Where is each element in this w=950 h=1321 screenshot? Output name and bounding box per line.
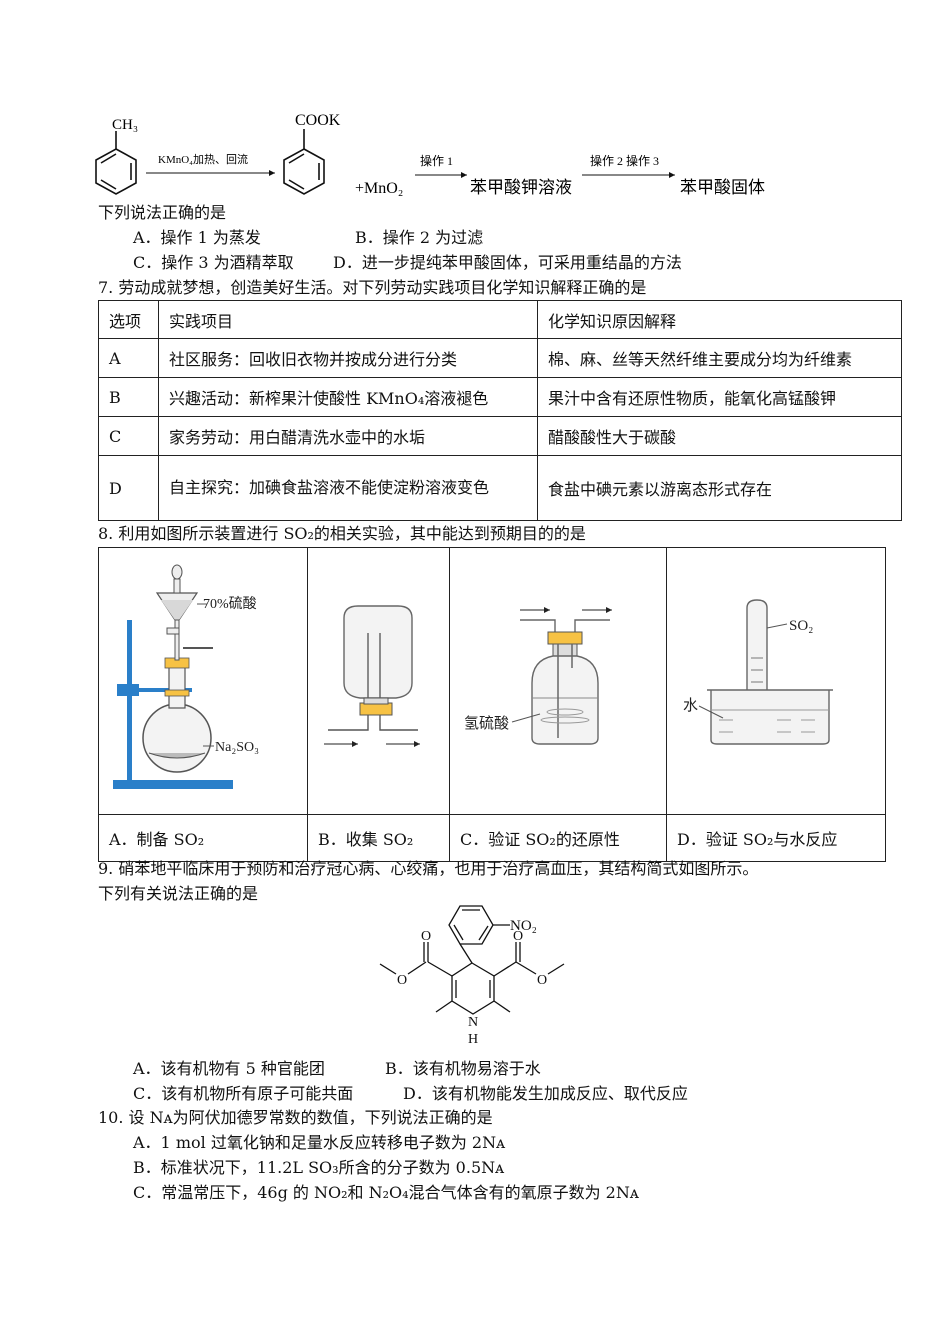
toluene-structure — [95, 131, 137, 195]
row-reason: 果汁中含有还原性物质，能氧化高锰酸钾 — [537, 377, 902, 417]
op23-label: 操作 2 操作 3 — [590, 153, 659, 168]
row-item: 社区服务：回收旧衣物并按成分进行分类 — [158, 338, 538, 378]
row-item: 兴趣活动：新榨果汁使酸性 KMnO₄溶液褪色 — [158, 377, 538, 417]
q6-option-a: A．操作 1 为蒸发 — [133, 228, 261, 247]
row-reason: 醋酸酸性大于碳酸 — [537, 416, 902, 456]
caption-a: A．制备 SO₂ — [98, 814, 308, 862]
apparatus-a-cell: 70%硫酸 Na₂SO₃ — [98, 547, 308, 815]
apparatus-d-cell: SO₂ 水 — [666, 547, 886, 815]
table-row: C 家务劳动：用白醋清洗水壶中的水垢 醋酸酸性大于碳酸 — [98, 416, 902, 456]
nifedipine-structure: NO₂ O O O O N H — [379, 905, 565, 1047]
q9-option-a: A．该有机物有 5 种官能团 — [133, 1059, 325, 1078]
q10-stem: 10. 设 Nᴀ为阿伏加德罗常数的数值，下列说法正确的是 — [98, 1108, 493, 1127]
row-option: D — [98, 455, 159, 521]
row-item: 自主探究：加碘食盐溶液不能使淀粉溶液变色 — [158, 455, 538, 521]
table-header-row: 选项 实践项目 化学知识原因解释 — [98, 300, 902, 339]
row-reason: 食盐中碘元素以游离态形式存在 — [537, 455, 902, 521]
table-row: B 兴趣活动：新榨果汁使酸性 KMnO₄溶液褪色 果汁中含有还原性物质，能氧化高… — [98, 377, 902, 417]
header-option: 选项 — [98, 300, 159, 339]
q6-option-c: C．操作 3 为酒精萃取 — [133, 253, 294, 272]
table-row: D 自主探究：加碘食盐溶液不能使淀粉溶液变色 食盐中碘元素以游离态形式存在 — [98, 455, 902, 521]
header-practice: 实践项目 — [158, 300, 538, 339]
label-acid: 70%硫酸 — [203, 596, 257, 612]
no2-label: NO₂ — [510, 918, 537, 934]
row-reason: 棉、麻、丝等天然纤维主要成分均为纤维素 — [537, 338, 902, 378]
q9-stem-2: 下列有关说法正确的是 — [98, 884, 259, 903]
ch3-label: CH₃ — [112, 117, 138, 133]
o-label-right: O — [537, 973, 547, 988]
cook-label: COOK — [295, 112, 341, 129]
label-h2s: 氢硫酸 — [464, 715, 509, 732]
apparatus-d: SO₂ 水 — [683, 599, 833, 745]
q8-stem: 8. 利用如图所示装置进行 SO₂的相关实验，其中能达到预期目的的是 — [98, 524, 586, 543]
op1-label: 操作 1 — [420, 153, 453, 168]
row-option: B — [98, 377, 159, 417]
q8-apparatus-table: 70%硫酸 Na₂SO₃ — [98, 547, 886, 862]
q10-option-a: A．1 mol 过氧化钠和足量水反应转移电子数为 2Nᴀ — [133, 1133, 506, 1152]
label-na2so3: Na₂SO₃ — [215, 740, 259, 755]
q9-stem-1: 9. 硝苯地平临床用于预防和治疗冠心病、心绞痛，也用于治疗高血压，其结构简式如图… — [98, 859, 759, 878]
row-option: A — [98, 338, 159, 378]
product2-label: 苯甲酸固体 — [680, 178, 765, 197]
apparatus-a: 70%硫酸 Na₂SO₃ — [113, 564, 259, 789]
o-label-right-top: O — [513, 929, 523, 944]
header-reason: 化学知识原因解释 — [537, 300, 902, 339]
caption-d: D．验证 SO₂与水反应 — [666, 814, 886, 862]
reagent-label: KMnO₄加热、回流 — [158, 152, 248, 166]
o-label-left: O — [397, 973, 407, 988]
q7-stem: 7. 劳动成就梦想，创造美好生活。对下列劳动实践项目化学知识解释正确的是 — [98, 278, 647, 297]
apparatus-c: 氢硫酸 — [464, 607, 612, 745]
row-option: C — [98, 416, 159, 456]
q6-option-b: B．操作 2 为过滤 — [355, 228, 484, 247]
q10-option-c: C．常温常压下，46g 的 NO₂和 N₂O₄混合气体含有的氧原子数为 2Nᴀ — [133, 1183, 639, 1202]
q9-option-d: D．该有机物能发生加成反应、取代反应 — [403, 1084, 688, 1103]
h-label: H — [468, 1032, 478, 1047]
caption-b: B．收集 SO₂ — [307, 814, 450, 862]
label-so2: SO₂ — [789, 618, 813, 634]
q9-option-b: B．该有机物易溶于水 — [385, 1059, 541, 1078]
row-item: 家务劳动：用白醋清洗水壶中的水垢 — [158, 416, 538, 456]
apparatus-b — [324, 605, 420, 747]
n-label: N — [468, 1015, 478, 1030]
o-label-left-top: O — [421, 929, 431, 944]
apparatus-c-cell: 氢硫酸 — [449, 547, 667, 815]
product1-label: 苯甲酸钾溶液 — [470, 178, 572, 197]
apparatus-b-cell — [307, 547, 450, 815]
q7-table: 选项 实践项目 化学知识原因解释 A 社区服务：回收旧衣物并按成分进行分类 棉、… — [98, 300, 902, 521]
q10-option-b: B．标准状况下，11.2L SO₃所含的分子数为 0.5Nᴀ — [133, 1158, 505, 1177]
mno2-label: +MnO₂ — [355, 180, 403, 197]
potassium-benzoate-structure — [283, 129, 325, 195]
q6-stem: 下列说法正确的是 — [98, 203, 227, 222]
caption-c: C．验证 SO₂的还原性 — [449, 814, 667, 862]
q9-option-c: C．该有机物所有原子可能共面 — [133, 1084, 354, 1103]
reaction-scheme: CH₃ KMnO₄加热、回流 COOK +MnO₂ 操作 1 苯甲酸钾溶液 操作… — [95, 112, 765, 197]
q6-option-d: D．进一步提纯苯甲酸固体，可采用重结晶的方法 — [333, 253, 682, 272]
label-water: 水 — [683, 697, 698, 714]
table-row: A 社区服务：回收旧衣物并按成分进行分类 棉、麻、丝等天然纤维主要成分均为纤维素 — [98, 338, 902, 378]
